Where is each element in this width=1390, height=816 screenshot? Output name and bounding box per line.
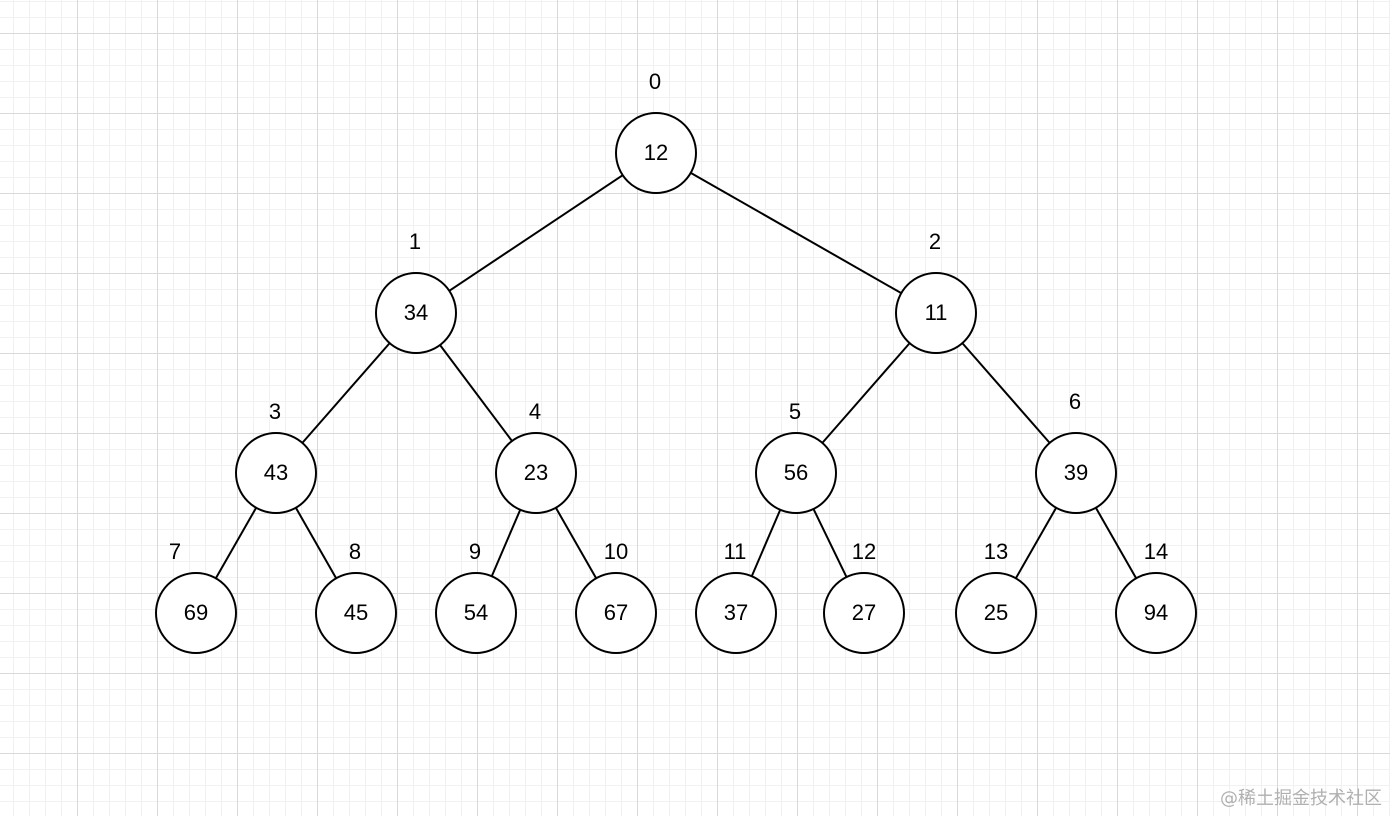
watermark: @稀土掘金技术社区 — [1220, 788, 1382, 809]
node-index-label: 1 — [409, 229, 421, 254]
tree-node-8: 45 8 — [315, 539, 397, 654]
node-circle — [155, 572, 237, 654]
node-circle — [1035, 432, 1117, 514]
node-value: 25 — [984, 600, 1008, 625]
tree-node-13: 25 13 — [955, 539, 1037, 654]
node-index-label: 12 — [852, 539, 876, 564]
node-index-label: 9 — [469, 539, 481, 564]
node-index-label: 11 — [724, 539, 747, 564]
tree-node-12: 27 12 — [823, 539, 905, 654]
edge-0-2 — [690, 171, 902, 295]
tree-node-10: 67 10 — [575, 539, 657, 654]
node-value: 69 — [184, 600, 208, 625]
tree-node-6: 39 6 — [1035, 389, 1117, 514]
edge-1-3 — [301, 342, 391, 444]
node-index-label: 7 — [169, 539, 181, 564]
node-value: 67 — [604, 600, 628, 625]
node-index-label: 14 — [1144, 539, 1168, 564]
edge-5-11 — [750, 509, 782, 577]
node-circle — [695, 572, 777, 654]
tree-node-3: 43 3 — [235, 399, 317, 514]
node-circle — [375, 272, 457, 354]
node-circle — [955, 572, 1037, 654]
node-circle — [615, 112, 697, 194]
edge-6-13 — [1014, 507, 1058, 579]
tree-node-0: 12 0 — [615, 69, 697, 194]
node-value: 56 — [784, 460, 808, 485]
nodes-layer: 1203411124332345653966974585496710371127… — [155, 69, 1197, 654]
node-index-label: 10 — [604, 539, 628, 564]
node-circle — [575, 572, 657, 654]
node-index-label: 5 — [789, 399, 801, 424]
node-index-label: 0 — [649, 69, 661, 94]
node-value: 43 — [264, 460, 288, 485]
node-circle — [235, 432, 317, 514]
node-circle — [495, 432, 577, 514]
node-circle — [1115, 572, 1197, 654]
node-value: 12 — [644, 140, 668, 165]
node-value: 39 — [1064, 460, 1088, 485]
edge-3-8 — [294, 507, 338, 579]
edge-0-1 — [448, 174, 624, 292]
node-index-label: 8 — [349, 539, 361, 564]
node-circle — [755, 432, 837, 514]
node-index-label: 6 — [1069, 389, 1081, 414]
node-circle — [435, 572, 517, 654]
edge-4-9 — [490, 509, 522, 577]
tree-node-14: 94 14 — [1115, 539, 1197, 654]
edge-1-4 — [439, 344, 513, 442]
node-circle — [823, 572, 905, 654]
tree-node-7: 69 7 — [155, 539, 237, 654]
node-value: 34 — [404, 300, 428, 325]
node-value: 54 — [464, 600, 488, 625]
tree-node-9: 54 9 — [435, 539, 517, 654]
node-index-label: 13 — [984, 539, 1008, 564]
node-value: 45 — [344, 600, 368, 625]
tree-node-11: 37 11 — [695, 539, 777, 654]
edges-layer — [214, 171, 1138, 579]
edge-2-6 — [961, 342, 1051, 444]
node-value: 37 — [724, 600, 748, 625]
tree-node-1: 34 1 — [375, 229, 457, 354]
node-value: 27 — [852, 600, 876, 625]
edge-5-12 — [812, 508, 848, 578]
node-index-label: 4 — [529, 399, 541, 424]
edge-2-5 — [821, 342, 911, 444]
edge-4-10 — [554, 507, 598, 579]
node-index-label: 2 — [929, 229, 941, 254]
tree-node-5: 56 5 — [755, 399, 837, 514]
tree-node-2: 11 2 — [895, 229, 977, 354]
node-value: 23 — [524, 460, 548, 485]
node-index-label: 3 — [269, 399, 281, 424]
edge-3-7 — [214, 507, 258, 579]
edge-6-14 — [1094, 507, 1138, 579]
tree-node-4: 23 4 — [495, 399, 577, 514]
node-value: 11 — [925, 300, 948, 325]
node-circle — [895, 272, 977, 354]
node-value: 94 — [1144, 600, 1168, 625]
node-circle — [315, 572, 397, 654]
